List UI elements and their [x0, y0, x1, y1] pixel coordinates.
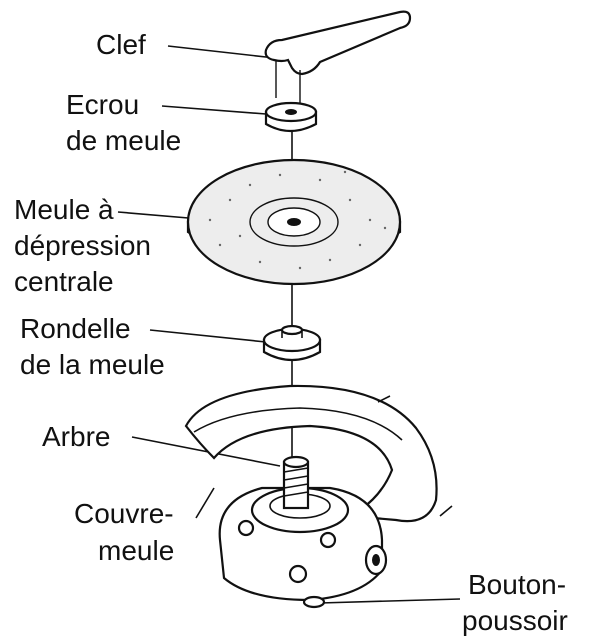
- label-ecrou-line2: de meule: [66, 125, 182, 156]
- leader-clef: [167, 45, 276, 59]
- leader-lines: [117, 45, 461, 604]
- gear-head: [218, 455, 388, 609]
- label-couvre-line2: meule: [98, 535, 175, 566]
- wheel-guard: [184, 384, 453, 523]
- wheel-nut: [264, 101, 318, 133]
- label-meule-line2: dépression: [14, 230, 151, 261]
- leader-arbre: [131, 436, 281, 467]
- leader-ecrou: [161, 105, 267, 115]
- label-rondelle-line2: de la meule: [20, 349, 165, 380]
- grinding-disc: [186, 158, 402, 286]
- leader-rondelle: [149, 329, 267, 343]
- label-ecrou-line1: Ecrou: [66, 89, 140, 120]
- label-arbre: Arbre: [42, 421, 111, 452]
- label-clef: Clef: [96, 29, 146, 60]
- label-rondelle-line1: Rondelle: [20, 313, 131, 344]
- label-bouton-line1: Bouton-: [468, 569, 567, 600]
- label-meule-line1: Meule à: [14, 194, 114, 225]
- spanner-wrench: [264, 10, 412, 104]
- leader-bouton: [319, 598, 461, 604]
- label-meule-line3: centrale: [14, 266, 114, 297]
- wheel-washer: [262, 324, 322, 362]
- label-bouton-line2: poussoir: [462, 605, 568, 636]
- leader-couvre: [195, 487, 215, 519]
- label-couvre-line1: Couvre-: [74, 498, 174, 529]
